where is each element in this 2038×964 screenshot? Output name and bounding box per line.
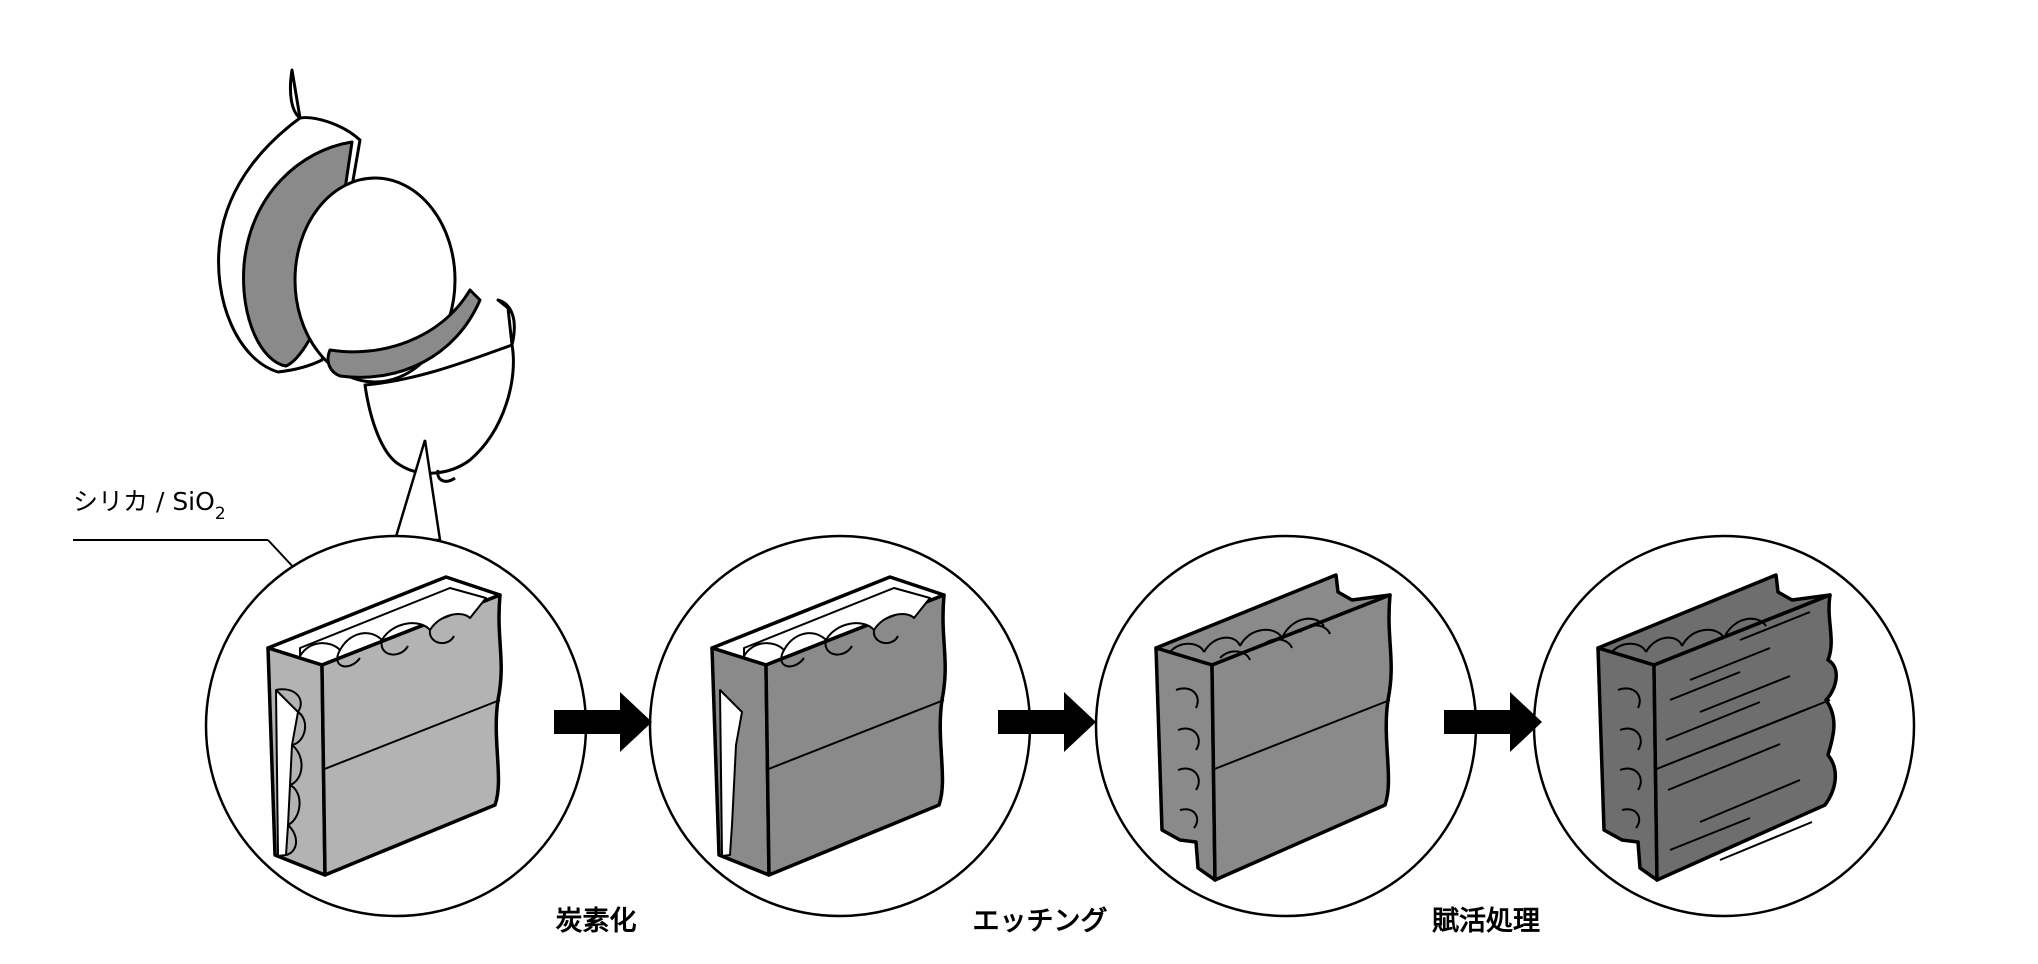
- arrow-right-icon: [1444, 692, 1542, 752]
- silica-label: シリカ / SiO: [73, 487, 215, 516]
- arrow-right-icon: [554, 692, 652, 752]
- svg-text:シリカ / SiO2: シリカ / SiO2: [73, 487, 226, 524]
- silica-label-subscript: 2: [215, 504, 226, 524]
- block-4-activated: [1596, 573, 1838, 882]
- block-1-raw-husk: [266, 575, 503, 877]
- step-label-activation: 賦活処理: [1432, 905, 1540, 937]
- step-label-carbonization: 炭素化: [556, 906, 637, 937]
- block-3-etched: [1154, 573, 1393, 882]
- block-2-carbonized: [710, 575, 947, 877]
- step-label-etching: エッチング: [973, 905, 1108, 937]
- rice-husk-icon: [217, 68, 516, 483]
- arrow-right-icon: [998, 692, 1096, 752]
